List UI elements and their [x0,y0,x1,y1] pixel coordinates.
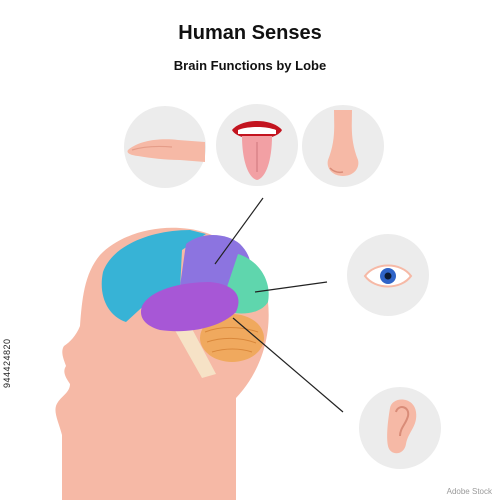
smell-circle [302,105,384,187]
stock-footer-watermark: Adobe Stock [446,487,492,496]
hearing-circle [359,387,441,469]
taste-pointer-line [214,197,264,265]
nose-icon [327,110,359,176]
cerebellum-lobe [200,314,264,362]
brainstem [172,325,216,378]
taste-circle [216,104,298,186]
temporal-lobe [140,282,239,332]
sight-circle [347,234,429,316]
page-subtitle: Brain Functions by Lobe [173,58,327,73]
hand-icon [127,139,205,162]
stock-id-watermark: 944424820 [2,338,12,388]
sight-pointer-line [254,281,328,293]
touch-circle [124,106,206,188]
frontal-lobe [101,230,206,322]
ear-icon [387,399,417,454]
eye-icon [363,264,413,288]
page-title: Human Senses [178,22,322,44]
hearing-pointer-line [232,317,344,413]
mouth-tongue-icon [232,121,282,180]
